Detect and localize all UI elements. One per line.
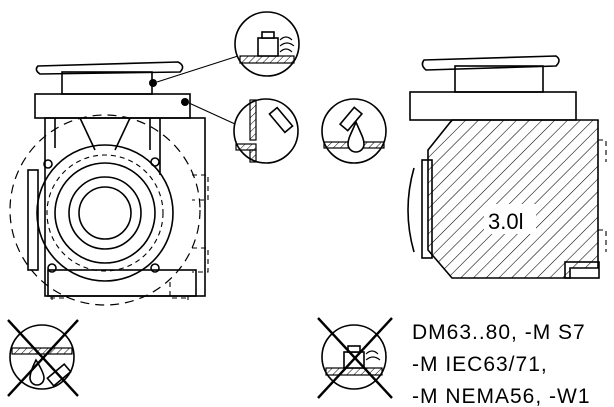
oil-volume-label: 3.0l	[488, 209, 523, 234]
oil-drop-icon	[321, 98, 387, 164]
no-breather-icon	[317, 317, 393, 399]
mounting-position-icon	[233, 98, 299, 164]
breather-plug-icon	[234, 11, 300, 77]
gearbox-side-view: 3.0l	[407, 55, 607, 279]
model-line-3: -M NEMA56, -W1	[412, 385, 591, 407]
model-line-2: -M IEC63/71,	[412, 353, 548, 376]
no-oil-icon	[7, 319, 79, 397]
model-line-1: DM63..80, -M S7	[412, 321, 586, 344]
model-list: DM63..80, -M S7 -M IEC63/71, -M NEMA56, …	[412, 321, 591, 407]
gearbox-front-view	[9, 55, 239, 306]
